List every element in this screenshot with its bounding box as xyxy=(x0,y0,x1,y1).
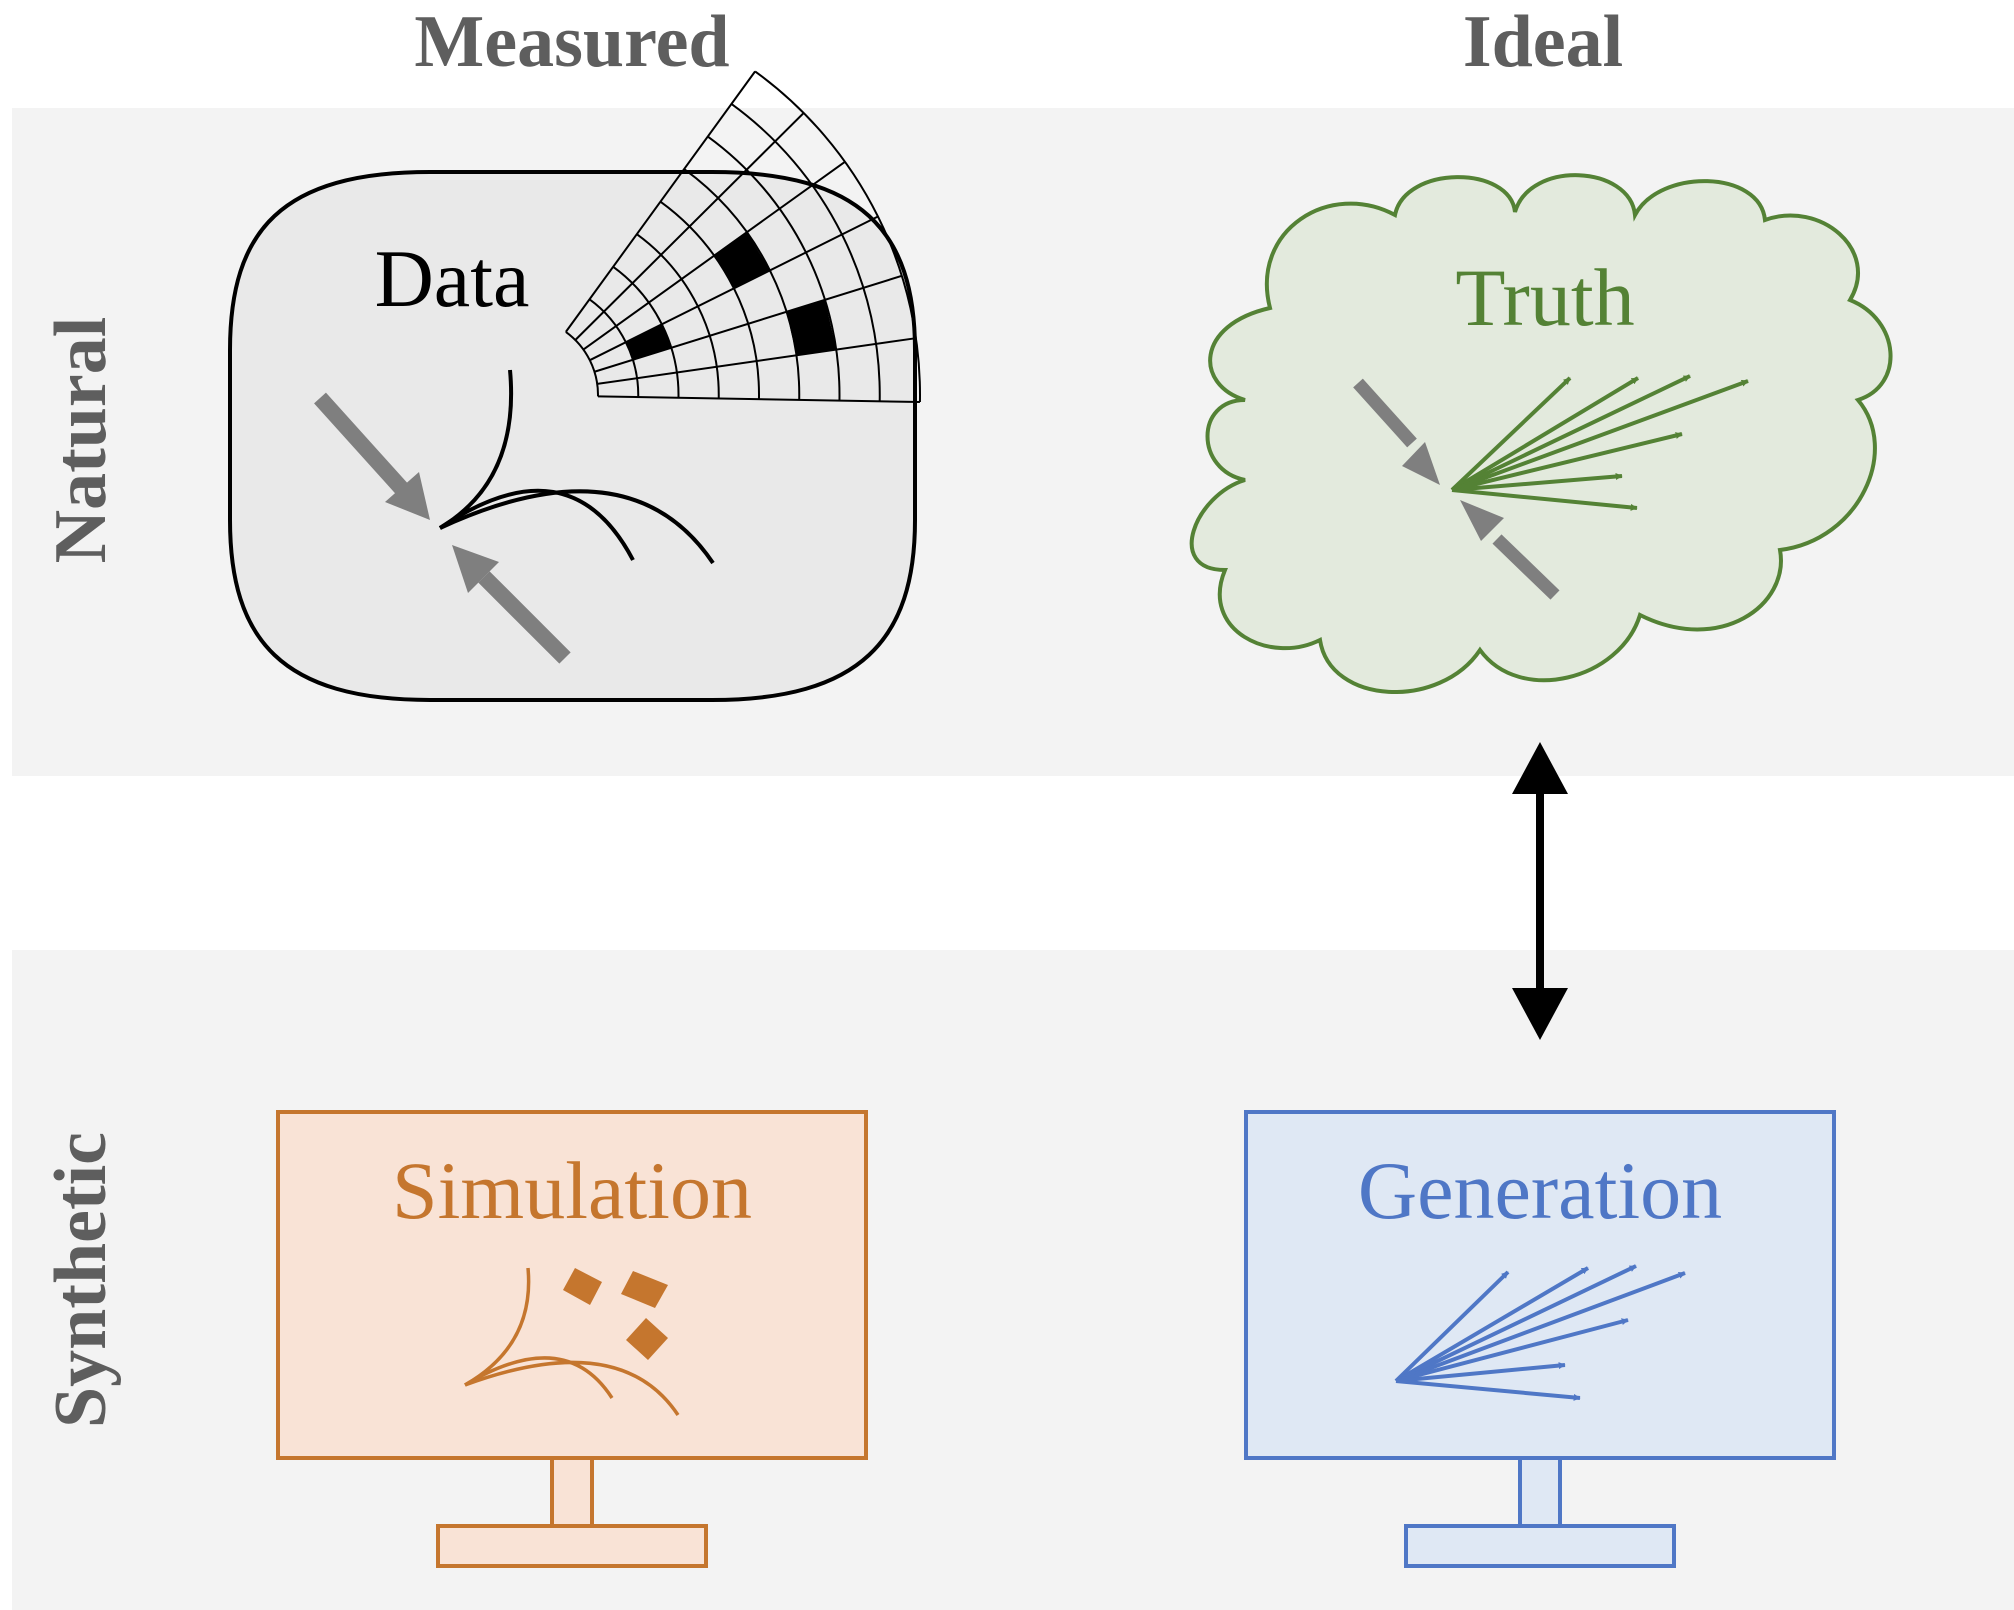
detector-grid-arc xyxy=(565,331,599,397)
row-label-synthetic: Synthetic xyxy=(40,1132,122,1428)
detector-grid-arc xyxy=(707,135,841,401)
truth-beam-arrow-lower xyxy=(1492,534,1560,600)
truth-cloud-outline xyxy=(1189,173,1893,694)
data-beam-arrowhead-lower xyxy=(452,545,499,593)
detector-grid-arc xyxy=(588,298,640,398)
truth-particle-arrows xyxy=(1450,374,1749,511)
truth-beam-arrows xyxy=(1353,378,1560,600)
data-box: Data xyxy=(228,70,921,702)
simulation-monitor-base xyxy=(436,1524,708,1568)
data-box-outline xyxy=(228,170,917,702)
simulation-hit xyxy=(563,1268,602,1305)
generation-particle-arrow xyxy=(1395,1379,1581,1401)
data-track-3 xyxy=(439,489,715,565)
generation-monitor-base xyxy=(1404,1524,1676,1568)
simulation-monitor-icon: Simulation xyxy=(276,1110,868,1568)
truth-label: Truth xyxy=(1455,252,1634,343)
link-arrowhead-down xyxy=(1512,988,1568,1040)
data-detector-grid xyxy=(565,70,921,403)
simulation-hit xyxy=(621,1271,668,1308)
generation-monitor-screen xyxy=(1244,1110,1836,1460)
detector-grid-arc xyxy=(636,233,720,399)
detector-grid-arc xyxy=(612,265,680,398)
detector-grid-line xyxy=(565,70,756,333)
detector-grid-arc xyxy=(683,168,801,400)
truth-particle-arrow xyxy=(1450,376,1572,492)
data-tracks xyxy=(438,369,715,565)
generation-monitor-icon: Generation xyxy=(1244,1110,1836,1568)
detector-grid-arc xyxy=(754,70,921,402)
truth-particle-arrow xyxy=(1451,473,1623,492)
generation-monitor-neck xyxy=(1518,1456,1562,1528)
generation-particle-arrow xyxy=(1394,1266,1590,1383)
truth-particle-arrow xyxy=(1451,432,1683,492)
generation-particle-arrow xyxy=(1395,1362,1566,1383)
detector-grid-arc xyxy=(659,200,760,400)
truth-particle-arrow xyxy=(1451,374,1691,492)
simulation-hit xyxy=(626,1318,668,1360)
data-beam-arrow-lower xyxy=(478,571,571,664)
simulation-hits xyxy=(563,1268,668,1360)
detector-grid-arc xyxy=(730,103,881,402)
truth-cloud: Truth xyxy=(1189,173,1893,694)
generation-label: Generation xyxy=(1358,1145,1722,1236)
row-label-natural: Natural xyxy=(40,317,122,564)
truth-particle-arrow xyxy=(1450,376,1640,492)
generation-particle-arrow xyxy=(1394,1270,1510,1383)
column-header-ideal: Ideal xyxy=(1463,1,1623,83)
link-arrowhead-up xyxy=(1512,742,1568,794)
data-beam-arrowhead-upper xyxy=(385,472,430,520)
truth-particle-arrow xyxy=(1451,379,1749,492)
data-label: Data xyxy=(375,233,530,324)
detector-grid-line xyxy=(597,395,920,403)
truth-beam-arrowhead-lower xyxy=(1460,500,1504,541)
generation-particle-arrow xyxy=(1395,1264,1637,1383)
simulation-monitor-neck xyxy=(550,1456,594,1528)
simulation-label: Simulation xyxy=(392,1145,752,1236)
truth-particle-arrow xyxy=(1451,488,1638,511)
detector-hit-cell xyxy=(786,299,837,356)
generation-particle-arrows xyxy=(1394,1264,1686,1401)
truth-beam-arrow-upper xyxy=(1353,378,1417,448)
generation-particle-arrow xyxy=(1395,1271,1686,1383)
truth-beam-arrowhead-upper xyxy=(1402,442,1440,485)
simulation-track-3 xyxy=(464,1360,680,1416)
simulation-track-2 xyxy=(464,1356,614,1399)
column-header-measured: Measured xyxy=(414,1,729,83)
generation-particle-arrow xyxy=(1395,1318,1629,1383)
simulation-tracks xyxy=(464,1267,680,1416)
double-headed-arrow-icon xyxy=(1512,742,1568,1040)
data-beam-arrow-upper xyxy=(314,392,408,495)
data-beam-arrows xyxy=(314,392,571,664)
